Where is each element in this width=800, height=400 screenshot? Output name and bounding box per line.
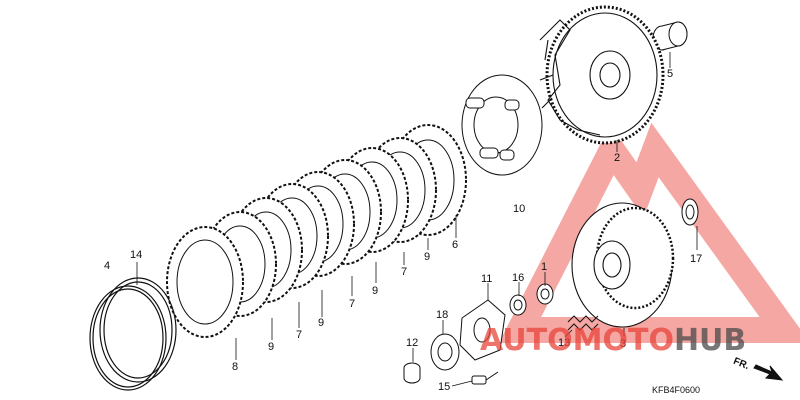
callout-11: 11 — [481, 273, 492, 285]
part-3-clutch-center — [571, 202, 675, 328]
part-16-nut — [509, 294, 527, 316]
part-15-bolt — [471, 371, 499, 385]
part-4-14-rings — [89, 277, 177, 391]
callout-18: 18 — [436, 309, 448, 321]
diagram-code: KFB4F0600 — [652, 385, 700, 395]
watermark-logo — [498, 122, 800, 343]
callout-12: 12 — [406, 337, 418, 349]
callout-9: 9 — [372, 285, 378, 297]
callout-3: 3 — [620, 338, 626, 350]
part-10-pressure-plate — [461, 74, 543, 176]
callout-7: 7 — [401, 266, 407, 278]
part-12-lifter-rod — [403, 362, 421, 384]
watermark-wordmark: AUTOMOTOHUB — [480, 323, 746, 358]
clutch-plate-stack — [166, 124, 467, 338]
callout-15: 15 — [438, 381, 450, 393]
front-direction-arrow: FR. — [732, 356, 784, 381]
part-5-bush — [652, 21, 688, 51]
callout-9: 9 — [318, 317, 324, 329]
direction-label: FR. — [732, 356, 751, 372]
part-18-bearing — [430, 333, 460, 371]
callout-2: 2 — [614, 152, 620, 164]
callout-16: 16 — [512, 272, 524, 284]
watermark-text: AUTOMOTOHUB — [480, 323, 746, 358]
callout-6: 6 — [452, 239, 458, 251]
callout-1: 1 — [541, 261, 547, 273]
callout-labels: 5 2 10 6 9 7 9 7 9 7 9 7 9 8 4 14 11 16 … — [104, 68, 702, 393]
arrow-right-icon — [753, 364, 784, 381]
leader-lines — [136, 52, 698, 387]
part-2-clutch-outer — [539, 5, 665, 145]
callout-9: 9 — [268, 341, 274, 353]
callout-14: 14 — [130, 249, 142, 261]
callout-13: 13 — [558, 337, 570, 349]
callout-5: 5 — [667, 68, 673, 80]
callout-8: 8 — [232, 361, 238, 373]
part-11-lifter-plate — [459, 299, 506, 361]
callout-7: 7 — [296, 329, 302, 341]
part-8-friction-disk — [166, 226, 244, 338]
callout-7: 7 — [349, 298, 355, 310]
callout-17: 17 — [690, 253, 702, 265]
callout-4: 4 — [104, 260, 110, 272]
callout-9: 9 — [424, 251, 430, 263]
part-1-washer — [536, 283, 554, 305]
callout-10: 10 — [513, 203, 525, 215]
part-17-washer — [681, 198, 699, 226]
part-13-spring — [567, 315, 599, 331]
